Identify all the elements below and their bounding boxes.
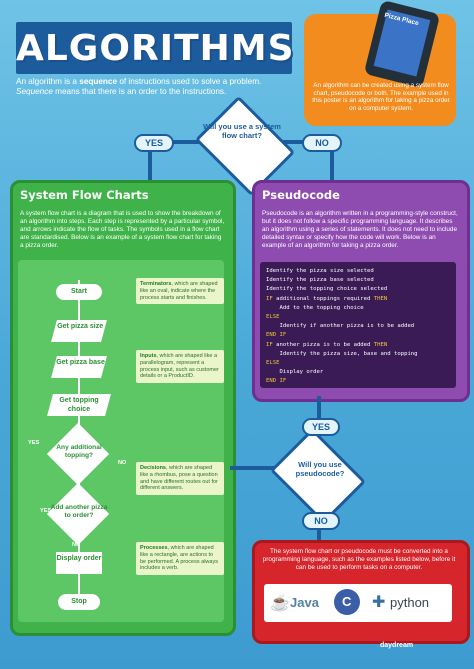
language-logos: ☕ Java C ✚ python (264, 584, 452, 622)
pseudocode-description: Pseudocode is an algorithm written in a … (262, 210, 458, 249)
pseudocode-title: Pseudocode (262, 188, 340, 202)
callout-text: An algorithm can be created using a syst… (312, 82, 450, 112)
c-logo-text: C (342, 594, 352, 609)
java-cup-icon: ☕ (270, 595, 290, 612)
intro-line1-em: sequence (79, 77, 118, 86)
intro-line2-em: Sequence (16, 87, 53, 96)
no-label-bottom: NO (302, 512, 340, 530)
java-logo-text: Java (290, 595, 319, 610)
pseudocode-keyword: THEN (373, 341, 388, 348)
decisions-note-title: Decisions (140, 465, 166, 471)
pseudocode-keyword: ELSE (266, 314, 280, 320)
pseudocode-line: Identify the pizza size, base and toppin… (266, 350, 418, 357)
inputs-note-text: , which are shaped like a parallelogram,… (140, 353, 219, 380)
stop-terminator: Stop (58, 594, 100, 610)
flow-to-hub-line (230, 466, 284, 470)
decisions-note-text: , which are shaped like a rhombus, pose … (140, 465, 218, 492)
another-pizza-label: Add another pizza to order? (50, 504, 108, 519)
c-language-hexagon-icon (334, 589, 360, 615)
branch-no-a: NO (118, 460, 127, 466)
terminators-note: Terminators, which are shaped like an ov… (136, 278, 224, 305)
pseudocode-text: additional toppings required (272, 295, 374, 302)
pseudocode-line: ELSE (266, 360, 279, 366)
pseudocode-line: END IF (266, 378, 286, 384)
intro-line1-prefix: An algorithm is a (16, 77, 80, 86)
stop-label: Stop (71, 598, 87, 605)
pseudocode-line: IF additional toppings required THEN (266, 296, 387, 302)
top-question: Will you use a system flow chart? (203, 122, 281, 140)
pseudocode-keyword: IF (266, 295, 273, 302)
pseudocode-text: Identify if another pizza is to be added (266, 323, 415, 330)
no-label-top: NO (302, 134, 342, 152)
terminators-note-text: , which are shaped like an oval, indicat… (140, 281, 218, 301)
inputs-note-title: Inputs (140, 353, 157, 359)
pseudocode-line: Identify the pizza base selected (266, 277, 374, 283)
python-logo-text: python (390, 595, 430, 610)
pseudocode-line: Identify if another pizza is to be added (266, 323, 414, 329)
pseudocode-line: ELSE (266, 314, 279, 320)
bottom-question: Will you use pseudocode? (295, 460, 345, 478)
pseudocode-line: Identify the pizza size selected (266, 268, 374, 274)
branch-yes-a: YES (28, 440, 40, 446)
yes-label-bottom: YES (302, 418, 340, 436)
branch-no-b: NO (72, 542, 81, 548)
pseudocode-text: Identify the pizza size, base and toppin… (266, 350, 418, 357)
pseudocode-line: IF another pizza is to be added THEN (266, 342, 387, 348)
pseudocode-text: Identify the topping choice selected (266, 286, 388, 293)
flow-chart-description: A system flow chart is a diagram that is… (20, 210, 225, 249)
get-size-input: Get pizza size (51, 320, 107, 342)
pseudocode-keyword: IF (266, 341, 273, 348)
pseudocode-keyword: ELSE (266, 360, 280, 366)
pseudocode-text: Identify the pizza size selected (266, 268, 374, 274)
pseudocode-keyword: END IF (266, 378, 287, 385)
title-banner (16, 22, 292, 74)
pseudocode-line: Identify the topping choice selected (266, 286, 387, 292)
processes-note: Processes, which are shaped like a recta… (136, 542, 224, 576)
pseudocode-line: END IF (266, 332, 286, 338)
inputs-note: Inputs, which are shaped like a parallel… (136, 350, 224, 384)
display-order-process: Display order (56, 552, 102, 574)
brand-logo: daydream (380, 642, 414, 649)
pseudocode-line: Add to the topping choice (266, 304, 364, 311)
flow-chart-diagram: Start Get pizza size Get pizza base Get … (18, 260, 224, 622)
flow-chart-title: System Flow Charts (20, 188, 149, 202)
yes-branch-line (150, 140, 210, 144)
branch-yes-b: YES (40, 508, 52, 514)
additional-topping-label: Any additional topping? (56, 444, 102, 459)
pseudocode-keyword: END IF (266, 332, 287, 339)
get-topping-label: Get topping choice (59, 397, 99, 413)
decisions-note: Decisions, which are shaped like a rhomb… (136, 462, 224, 496)
pseudocode-keyword: THEN (373, 295, 388, 302)
pseudocode-text: Identify the pizza base selected (266, 277, 374, 284)
yes-label-top: YES (134, 134, 174, 152)
display-order-label: Display order (56, 555, 102, 562)
python-snake-icon: ✚ (372, 594, 386, 611)
page-title: ALGORITHMS (16, 28, 295, 69)
get-base-input: Get pizza base (51, 356, 107, 378)
no-branch-drop (330, 140, 334, 180)
intro-text: An algorithm is a sequence of instructio… (16, 77, 296, 97)
processes-note-title: Processes (140, 545, 168, 551)
intro-line1-suffix: of instructions used to solve a problem. (117, 77, 262, 86)
programming-description: The system flow chart or pseudocode must… (262, 548, 456, 571)
get-size-label: Get pizza size (57, 323, 104, 330)
terminators-note-title: Terminators (140, 281, 172, 287)
processes-note-text: , which are shaped like a rectangle, are… (140, 545, 218, 572)
pseudocode-text: Display order (266, 369, 324, 376)
yes-branch-drop (148, 140, 152, 180)
intro-line2-suffix: means that there is an order to the inst… (52, 87, 227, 96)
pseudocode-line: Display order (266, 369, 323, 375)
start-label: Start (71, 288, 87, 295)
get-base-label: Get pizza base (55, 359, 105, 366)
get-topping-input: Get topping choice (47, 394, 111, 416)
start-terminator: Start (56, 284, 102, 300)
pseudocode-text: Add to the topping choice (266, 304, 364, 311)
pseudocode-text: another pizza is to be added (272, 341, 374, 348)
